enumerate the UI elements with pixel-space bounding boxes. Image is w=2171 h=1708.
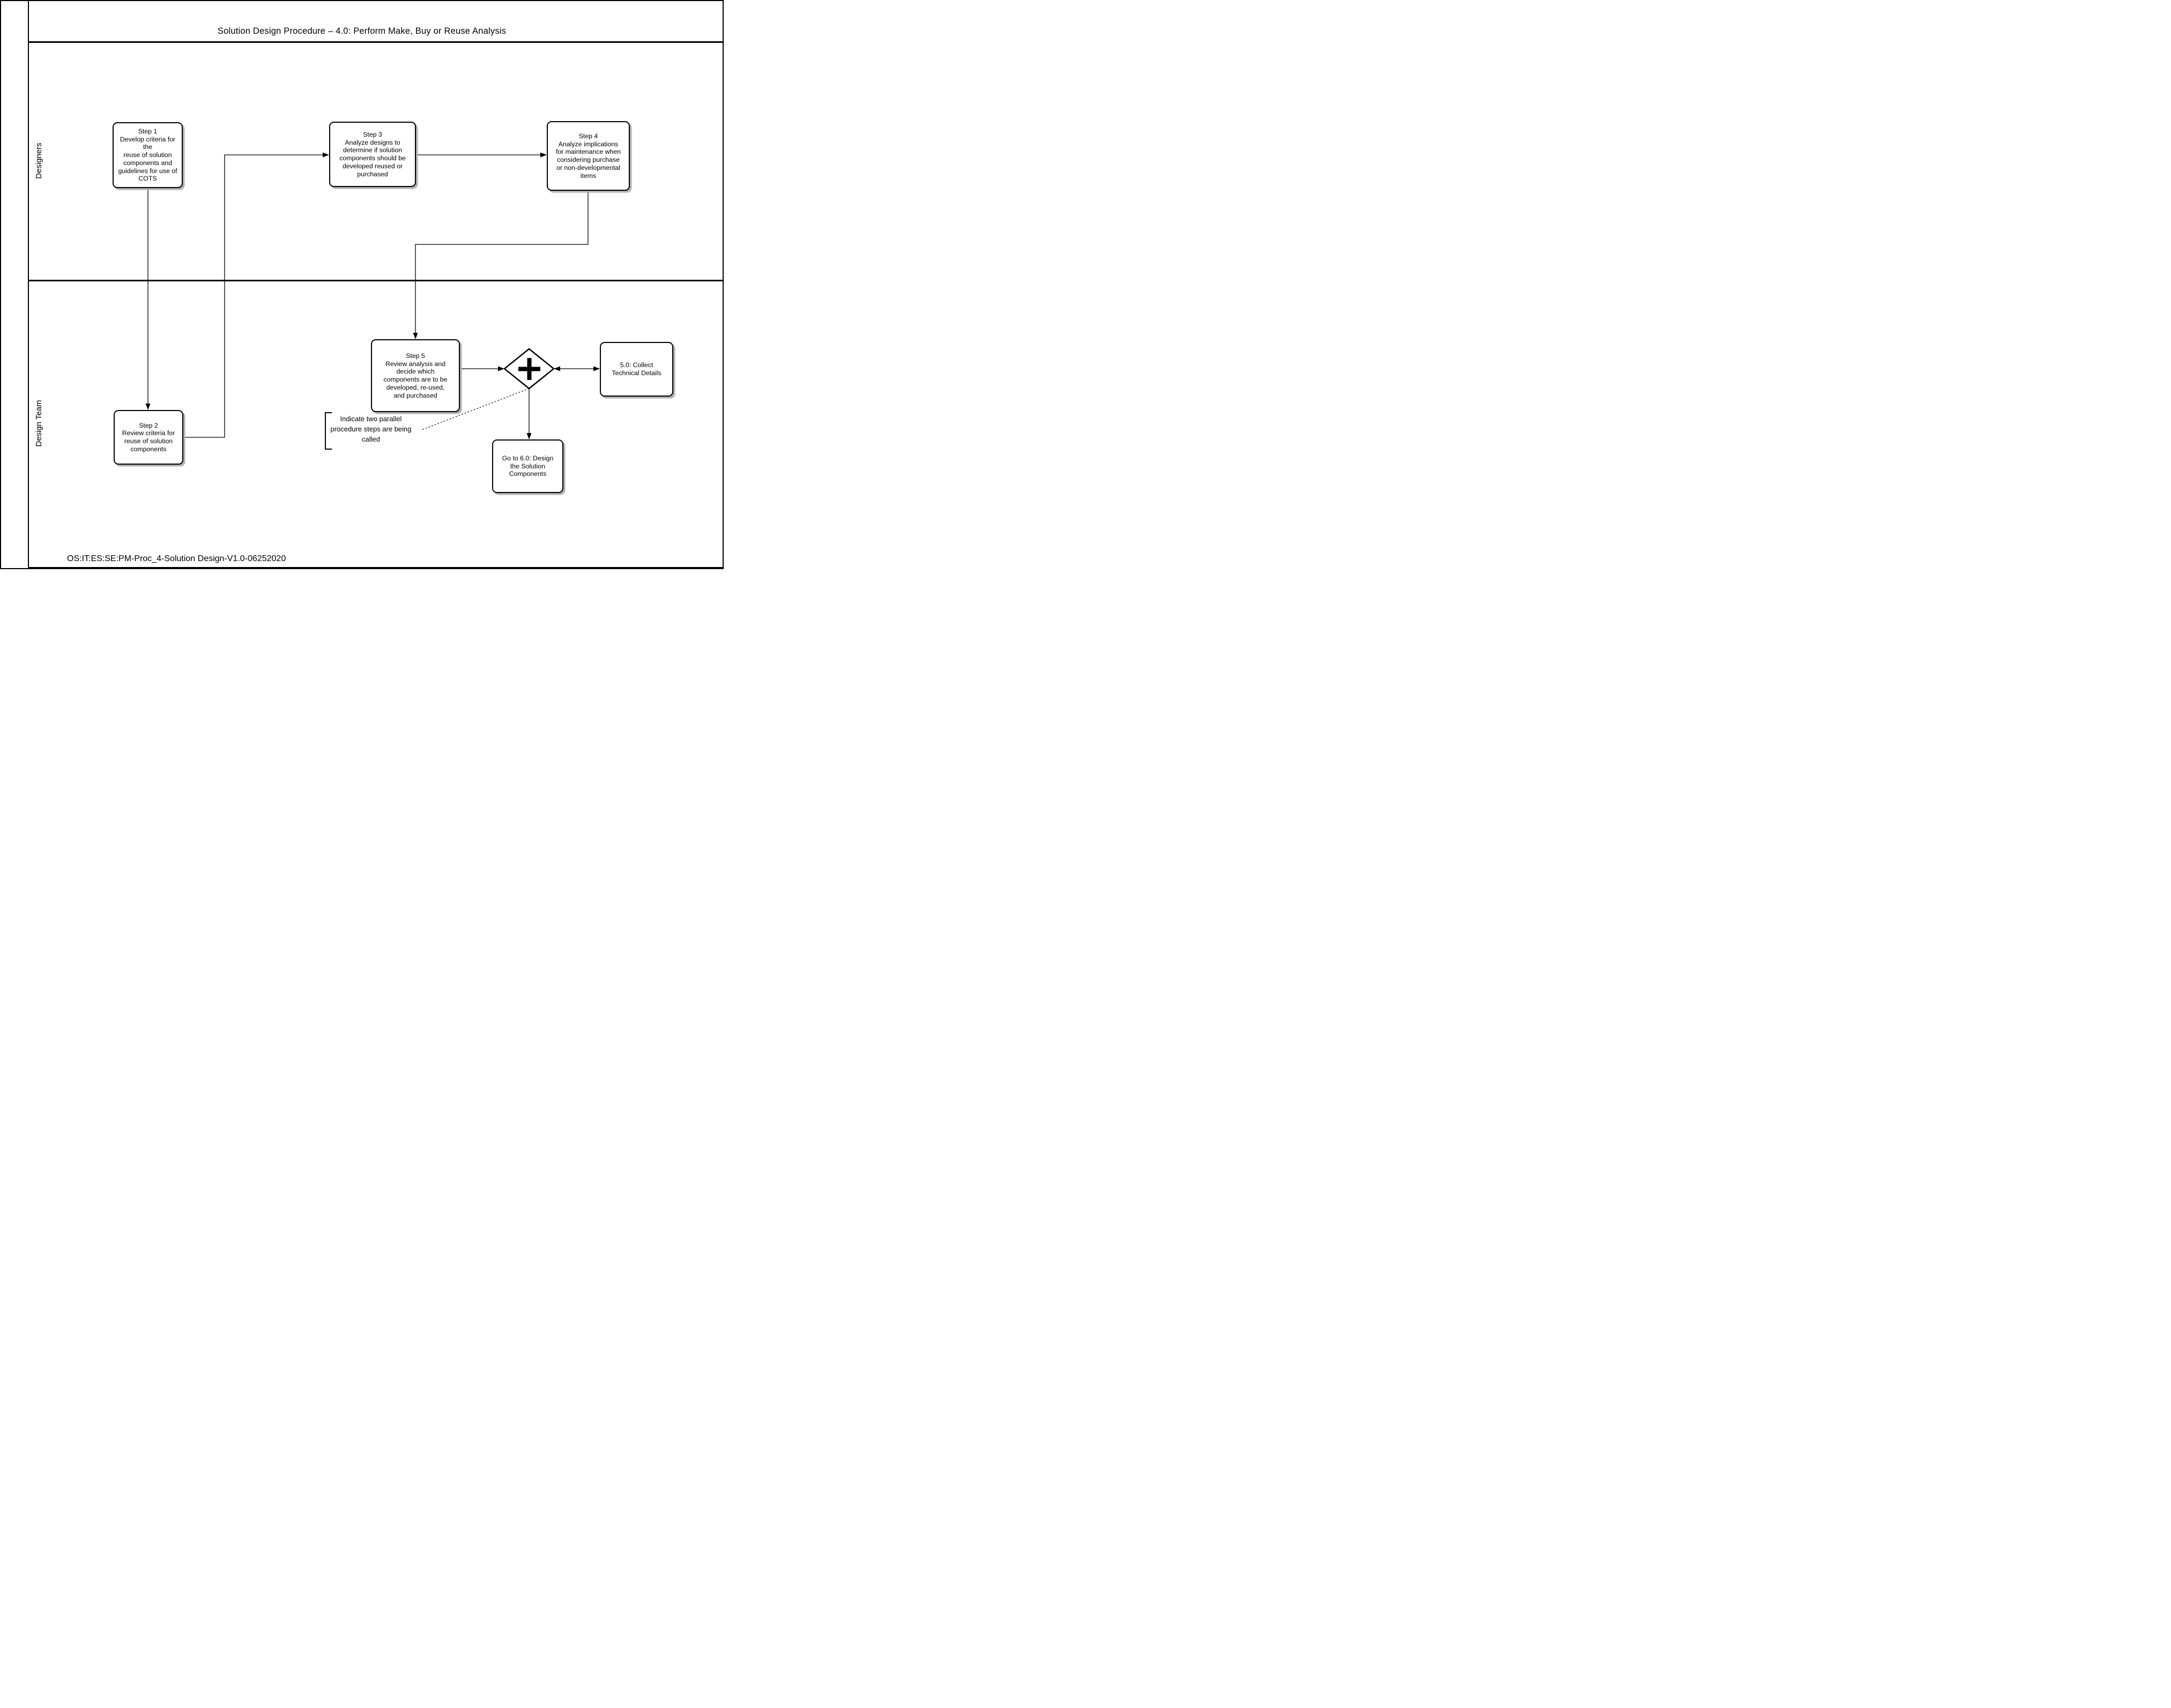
arrowhead-into-collect xyxy=(593,366,600,371)
task-step1-body: Develop criteria for the reuse of soluti… xyxy=(118,135,177,183)
task-step4[interactable]: Step 4 Analyze implications for maintena… xyxy=(547,121,630,191)
flow-step2-step3 xyxy=(183,154,323,438)
task-step2-body: Review criteria for reuse of solution co… xyxy=(122,429,175,453)
diagram-title: Solution Design Procedure – 4.0: Perform… xyxy=(217,26,507,36)
arrowhead-into-step3 xyxy=(323,152,329,158)
arrowhead-into-goto6 xyxy=(526,433,532,439)
arrowhead-into-step2 xyxy=(145,404,151,410)
task-step3[interactable]: Step 3 Analyze designs to determine if s… xyxy=(329,122,416,187)
task-step3-title: Step 3 xyxy=(363,130,382,138)
task-collect-technical-details[interactable]: 5.0: Collect Technical Details xyxy=(600,342,673,397)
task-step5[interactable]: Step 5 Review analysis and decide which … xyxy=(371,339,460,412)
task-step4-title: Step 4 xyxy=(578,132,598,140)
lane-label-design-team: Design Team xyxy=(34,400,43,447)
task-step4-body: Analyze implications for maintenance whe… xyxy=(556,140,621,180)
task-collect-body: 5.0: Collect Technical Details xyxy=(612,361,661,377)
pool-bottom-border xyxy=(28,567,723,568)
arrowhead-into-step5 xyxy=(413,333,418,339)
flowchart-page: Solution Design Procedure – 4.0: Perform… xyxy=(0,0,724,569)
pool-left-border xyxy=(28,1,29,568)
task-goto-6-0[interactable]: Go to 6.0: Design the Solution Component… xyxy=(492,439,563,493)
task-step1[interactable]: Step 1 Develop criteria for the reuse of… xyxy=(113,122,183,188)
connector-layer xyxy=(145,152,600,439)
parallel-gateway[interactable] xyxy=(503,348,555,390)
arrowhead-into-step4 xyxy=(540,152,547,158)
lane-divider xyxy=(28,280,723,281)
document-id: OS:IT:ES:SE:PM-Proc_4-Solution Design-V1… xyxy=(67,554,286,563)
task-step1-title: Step 1 xyxy=(138,127,158,135)
plus-icon xyxy=(518,358,540,380)
task-step2-title: Step 2 xyxy=(139,421,158,429)
task-step2[interactable]: Step 2 Review criteria for reuse of solu… xyxy=(114,410,183,465)
annotation-text: Indicate two parallel procedure steps ar… xyxy=(330,415,412,444)
annotation-bracket xyxy=(325,412,332,450)
flow-step4-step5 xyxy=(415,191,589,333)
task-step5-body: Review analysis and decide which compone… xyxy=(383,360,448,399)
title-band-divider xyxy=(28,41,723,43)
lane-label-designers: Designers xyxy=(34,143,43,179)
task-step3-body: Analyze designs to determine if solution… xyxy=(339,138,406,178)
task-step5-title: Step 5 xyxy=(406,352,425,360)
task-goto-6-0-body: Go to 6.0: Design the Solution Component… xyxy=(502,454,554,478)
